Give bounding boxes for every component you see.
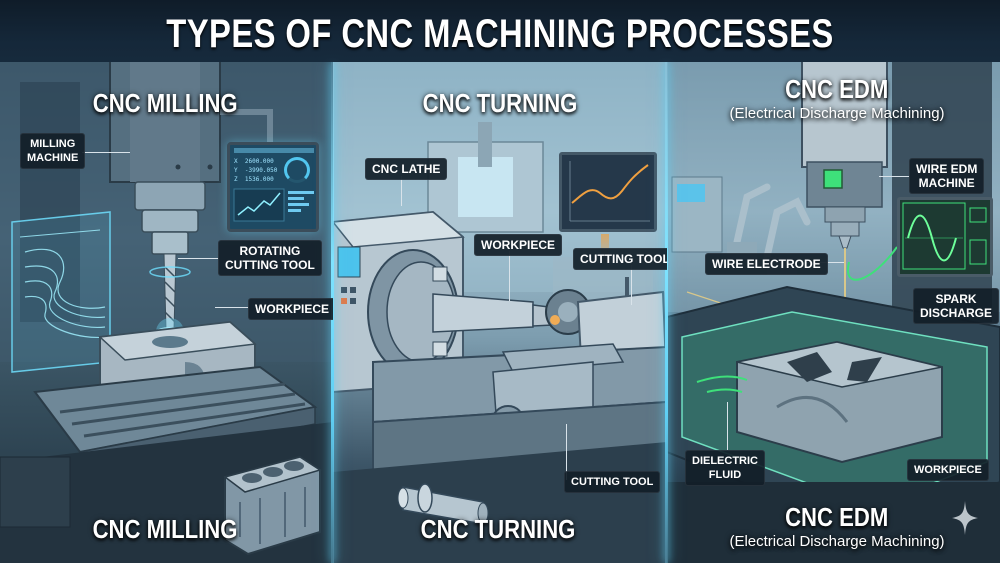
callout-wire-edm-machine: WIRE EDM MACHINE (909, 158, 985, 194)
callout-text: WORKPIECE (914, 464, 982, 476)
edm-title-text: CNC EDM (785, 74, 889, 104)
callout-text: FLUID (708, 469, 742, 481)
callout-workpiece: WORKPIECE (474, 234, 563, 256)
callout-text: WIRE EDM (916, 162, 978, 176)
leader-line (566, 424, 567, 480)
turning-bottom-title: CNC TURNING (420, 514, 576, 544)
callout-dielectric-fluid: DIELECTRIC FLUID (685, 450, 765, 486)
edm-waveform-monitor (897, 197, 993, 277)
milling-top-title: CNC MILLING (92, 88, 238, 118)
edm-bottom-title: CNC EDM (Electrical Discharge Machining) (727, 502, 947, 550)
sine-wave-icon (902, 202, 987, 270)
edm-title-text: CNC EDM (785, 502, 889, 532)
y-axis-value: -3990.050 (244, 167, 278, 174)
callout-text: SPARK (935, 292, 977, 306)
x-axis-label: X (234, 158, 238, 165)
edm-top-title: CNC EDM (Electrical Discharge Machining) (727, 74, 947, 122)
turning-chart-monitor (559, 152, 657, 232)
callout-text: WORKPIECE (481, 238, 556, 252)
sparkle-star-icon (952, 501, 978, 535)
engine-block-icon (223, 455, 322, 556)
callout-text: ROTATING (239, 244, 301, 258)
edm-subtitle-text: (Electrical Discharge Machining) (729, 533, 945, 550)
leader-line (401, 176, 402, 206)
callout-text: WORKPIECE (255, 302, 330, 316)
callout-text: WIRE ELECTRODE (712, 257, 821, 271)
callout-rotating-cutting-tool: ROTATING CUTTING TOOL (218, 240, 322, 276)
leader-line (631, 265, 632, 305)
y-axis-label: Y (234, 167, 238, 174)
edm-subtitle-text: (Electrical Discharge Machining) (729, 105, 945, 122)
gauge-icon (284, 157, 310, 183)
leader-line (82, 152, 130, 153)
callout-workpiece: WORKPIECE (907, 459, 989, 481)
callout-cutting-tool-bottom: CUTTING TOOL (564, 471, 661, 493)
callout-cnc-lathe: CNC LATHE (365, 158, 448, 180)
leader-line (509, 251, 510, 301)
leader-line (178, 258, 218, 259)
callout-text: CUTTING TOOL (580, 252, 667, 266)
leader-line (879, 176, 909, 177)
panel-cnc-milling: X 2600.000 Y -3990.050 Z 1536.000 CNC MI… (0, 62, 333, 563)
panel-cnc-edm: CNC EDM (Electrical Discharge Machining)… (667, 62, 1000, 563)
callout-cutting-tool-top: CUTTING TOOL (573, 248, 667, 270)
callout-text: MACHINE (27, 152, 79, 164)
milling-bottom-title: CNC MILLING (92, 514, 238, 544)
callout-workpiece: WORKPIECE (248, 298, 333, 320)
page-title: TYPES OF CNC MACHINING PROCESSES (166, 12, 834, 56)
x-axis-value: 2600.000 (244, 158, 274, 165)
title-bar: TYPES OF CNC MACHINING PROCESSES (0, 0, 1000, 62)
callout-text: CUTTING TOOL (225, 258, 315, 272)
leader-line (215, 307, 248, 308)
milling-control-monitor: X 2600.000 Y -3990.050 Z 1536.000 (227, 142, 319, 232)
orange-line-chart-icon (569, 161, 650, 222)
leader-line (727, 402, 728, 450)
callout-wire-electrode: WIRE ELECTRODE (705, 253, 828, 275)
callout-text: DIELECTRIC (692, 455, 758, 467)
panel-cnc-turning: CNC TURNING CNC LATHE WORKPIECE CUTTING … (333, 62, 667, 563)
line-chart-icon (233, 188, 285, 222)
panel-divider (665, 62, 668, 563)
z-axis-label: Z (234, 176, 238, 183)
turning-top-title: CNC TURNING (422, 88, 578, 118)
turned-shaft-icon (397, 483, 489, 525)
callout-text: CNC LATHE (372, 162, 441, 176)
z-axis-value: 1536.000 (244, 176, 274, 183)
callout-text: MACHINE (918, 176, 975, 190)
callout-text: MILLING (30, 138, 76, 150)
callout-spark-discharge: SPARK DISCHARGE (913, 288, 1000, 324)
callout-milling-machine: MILLING MACHINE (20, 133, 86, 169)
callout-text: CUTTING TOOL (571, 476, 654, 488)
callout-text: DISCHARGE (920, 306, 993, 320)
